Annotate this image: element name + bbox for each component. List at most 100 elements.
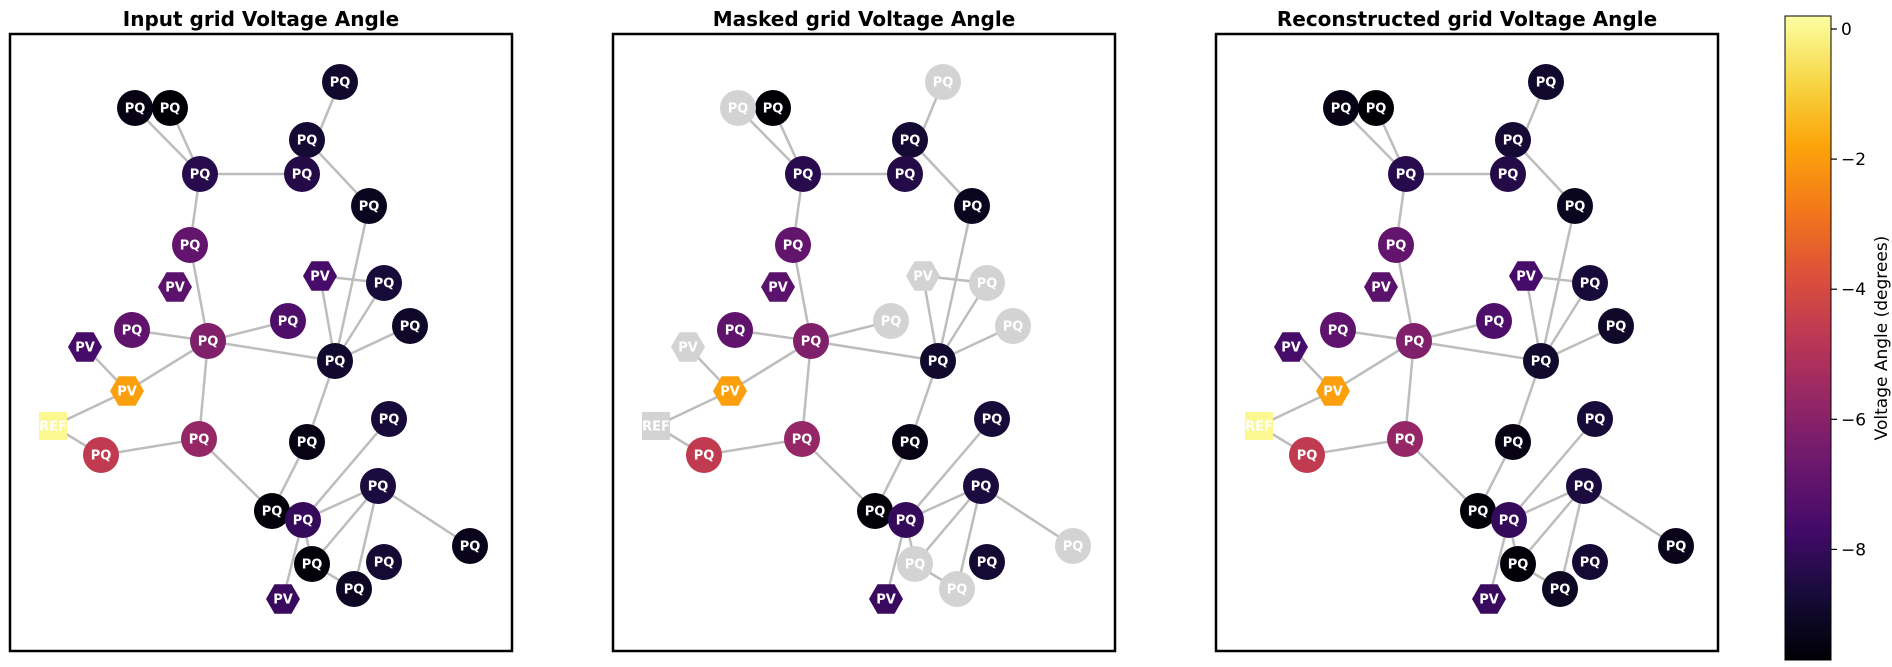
colorbar-tick-label: −8 xyxy=(1841,540,1866,560)
bus-node-pq: PQ xyxy=(1358,90,1394,126)
bus-marker xyxy=(686,437,722,473)
bus-label: PQ xyxy=(1499,514,1520,529)
bus-node-ref: REF xyxy=(642,412,670,440)
bus-label: PQ xyxy=(1508,558,1529,573)
bus-node-pq: PQ xyxy=(686,437,722,473)
bus-marker xyxy=(1274,332,1308,362)
bus-marker xyxy=(642,412,670,440)
bus-label: PQ xyxy=(374,277,395,292)
bus-label: PQ xyxy=(1484,315,1505,330)
panel-title: Reconstructed grid Voltage Angle xyxy=(1277,7,1657,31)
bus-label: PV xyxy=(75,341,95,356)
bus-node-pv: PV xyxy=(1316,376,1350,406)
bus-marker xyxy=(182,156,218,192)
bus-label: PV xyxy=(310,270,330,285)
bus-marker xyxy=(720,90,756,126)
colorbar-gradient xyxy=(1784,15,1832,661)
bus-label: PQ xyxy=(1366,102,1387,117)
panel-title: Input grid Voltage Angle xyxy=(123,7,399,31)
nodes: REFPQPVPVPQPVPQPQPQPQPQPQPQPQPVPQPQPQPQP… xyxy=(642,64,1091,614)
bus-marker xyxy=(284,156,320,192)
bus-node-pq: PQ xyxy=(1566,468,1602,504)
panel-title: Masked grid Voltage Angle xyxy=(713,7,1016,31)
bus-marker xyxy=(892,122,928,158)
bus-node-pq: PQ xyxy=(289,122,325,158)
bus-node-pq: PQ xyxy=(873,303,909,339)
bus-node-pq: PQ xyxy=(1572,544,1608,580)
bus-node-pq: PQ xyxy=(182,156,218,192)
bus-label: PQ xyxy=(763,102,784,117)
bus-marker xyxy=(322,64,358,100)
bus-node-pq: PQ xyxy=(322,64,358,100)
colorbar-tick-label: −6 xyxy=(1841,410,1866,430)
bus-node-pv: PV xyxy=(713,376,747,406)
bus-marker xyxy=(83,437,119,473)
edge xyxy=(936,205,974,362)
bus-node-ref: REF xyxy=(1245,412,1273,440)
bus-marker xyxy=(303,261,337,291)
bus-label: PQ xyxy=(180,239,201,254)
bus-marker xyxy=(1323,90,1359,126)
bus-label: PV xyxy=(720,385,740,400)
bus-marker xyxy=(892,424,928,460)
nodes: REFPQPVPVPQPVPQPQPQPQPQPQPQPQPVPQPQPQPQP… xyxy=(1245,64,1694,614)
bus-label: PQ xyxy=(359,200,380,215)
bus-label: PQ xyxy=(905,558,926,573)
bus-node-pq: PQ xyxy=(351,188,387,224)
bus-marker xyxy=(671,332,705,362)
bus-marker xyxy=(784,421,820,457)
bus-label: PQ xyxy=(1503,436,1524,451)
edge xyxy=(1539,205,1577,362)
bus-marker xyxy=(452,528,488,564)
bus-marker xyxy=(1387,421,1423,457)
bus-node-pq: PQ xyxy=(954,188,990,224)
bus-marker xyxy=(1388,156,1424,192)
bus-marker xyxy=(317,343,353,379)
bus-marker xyxy=(713,376,747,406)
bus-label: PQ xyxy=(1297,449,1318,464)
bus-marker xyxy=(1500,546,1536,582)
bus-marker xyxy=(270,303,306,339)
bus-label: PQ xyxy=(1396,168,1417,183)
panel-masked: Masked grid Voltage AngleREFPQPVPVPQPVPQ… xyxy=(611,7,1117,653)
bus-node-pq: PQ xyxy=(254,493,290,529)
bus-node-pq: PQ xyxy=(284,156,320,192)
bus-label: PV xyxy=(876,593,896,608)
bus-marker xyxy=(110,376,144,406)
bus-label: REF xyxy=(1245,420,1273,435)
bus-label: PQ xyxy=(1536,76,1557,91)
bus-marker xyxy=(158,272,192,302)
bus-marker xyxy=(906,261,940,291)
bus-node-pq: PQ xyxy=(1289,437,1325,473)
bus-label: PQ xyxy=(971,480,992,495)
bus-marker xyxy=(793,323,829,359)
bus-marker xyxy=(869,584,903,614)
bus-marker xyxy=(152,90,188,126)
bus-marker xyxy=(954,188,990,224)
bus-label: PQ xyxy=(297,134,318,149)
bus-label: PQ xyxy=(1404,335,1425,350)
bus-marker xyxy=(39,412,67,440)
bus-node-pq: PQ xyxy=(371,401,407,437)
bus-label: PQ xyxy=(1063,540,1084,555)
bus-node-pq: PQ xyxy=(181,421,217,457)
bus-label: PQ xyxy=(725,324,746,339)
bus-node-pq: PQ xyxy=(969,544,1005,580)
bus-label: PV xyxy=(1479,593,1499,608)
bus-node-pq: PQ xyxy=(1523,343,1559,379)
bus-node-pq: PQ xyxy=(114,312,150,348)
bus-label: PQ xyxy=(293,514,314,529)
bus-label: PQ xyxy=(1328,324,1349,339)
bus-marker xyxy=(1572,265,1608,301)
edge xyxy=(810,339,939,363)
bus-node-pq: PQ xyxy=(317,343,353,379)
bus-marker xyxy=(1472,584,1506,614)
bus-node-pv: PV xyxy=(303,261,337,291)
bus-label: REF xyxy=(39,420,67,435)
bus-node-pq: PQ xyxy=(172,227,208,263)
bus-marker xyxy=(974,401,1010,437)
edge xyxy=(905,418,993,521)
colorbar-ticks: 0−2−4−6−8 xyxy=(1831,20,1866,560)
bus-node-pq: PQ xyxy=(897,546,933,582)
